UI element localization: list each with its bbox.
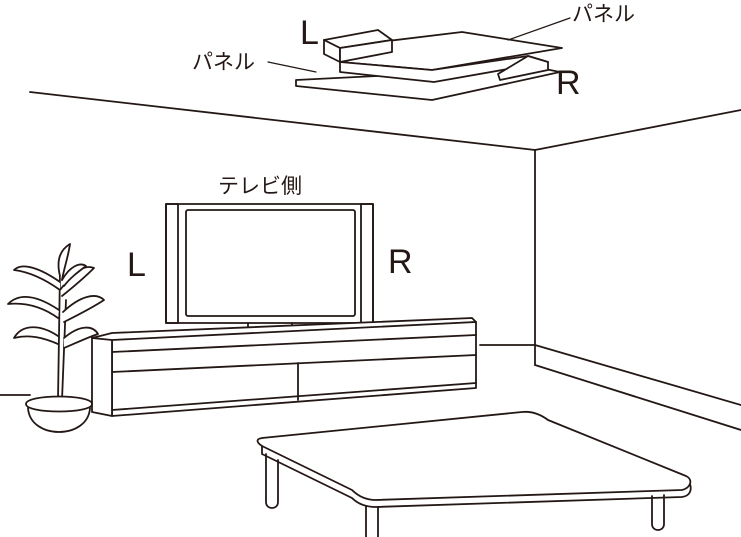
- ceiling-left-label: L: [300, 14, 319, 52]
- leaf-4: [62, 295, 105, 323]
- television: [165, 203, 374, 339]
- potted-plant: [7, 243, 105, 433]
- pot-body: [27, 407, 91, 433]
- pot-rim: [25, 395, 93, 413]
- coffee-table: [256, 410, 692, 537]
- cabinet-side: [91, 337, 113, 417]
- ceiling-speaker-unit: [267, 17, 571, 101]
- leaf-3: [7, 296, 60, 319]
- leaf-top: [57, 243, 71, 281]
- cabinet-bottom-edge: [111, 382, 477, 411]
- tv-cabinet: [91, 317, 477, 417]
- table-top: [256, 410, 692, 501]
- ceiling-edge-right: [534, 109, 741, 151]
- tv-frame: [165, 203, 374, 324]
- tv-right-label: R: [388, 243, 413, 281]
- unit-right-end: [497, 55, 549, 81]
- leg-right: [651, 494, 665, 531]
- tv-speaker-left: [165, 203, 179, 324]
- skirting-bottom: [534, 364, 741, 431]
- leaf-6: [63, 326, 99, 349]
- cabinet-rail-mid: [111, 354, 477, 373]
- skirting-top: [534, 344, 741, 406]
- tv-side-label: テレビ側: [218, 174, 302, 198]
- table-edge: [261, 445, 692, 508]
- leaf-1: [13, 265, 61, 291]
- room-outline: [0, 91, 741, 431]
- leaf-top-2: [61, 263, 87, 287]
- leg-front: [365, 505, 379, 537]
- panel-label-left: パネル: [192, 50, 255, 74]
- unit-box-front: [339, 39, 393, 63]
- leader-left: [267, 61, 317, 73]
- leader-right: [507, 17, 571, 41]
- plant-stem: [57, 269, 61, 401]
- panel-label-right: パネル: [572, 2, 635, 26]
- leaf-5: [13, 326, 59, 345]
- leg-left: [265, 453, 279, 509]
- tv-left-label: L: [127, 246, 146, 284]
- ceiling-edge-left: [29, 91, 536, 151]
- ceiling-right-label: R: [556, 64, 581, 102]
- cabinet-rail-top: [111, 334, 477, 353]
- tv-screen: [185, 209, 356, 317]
